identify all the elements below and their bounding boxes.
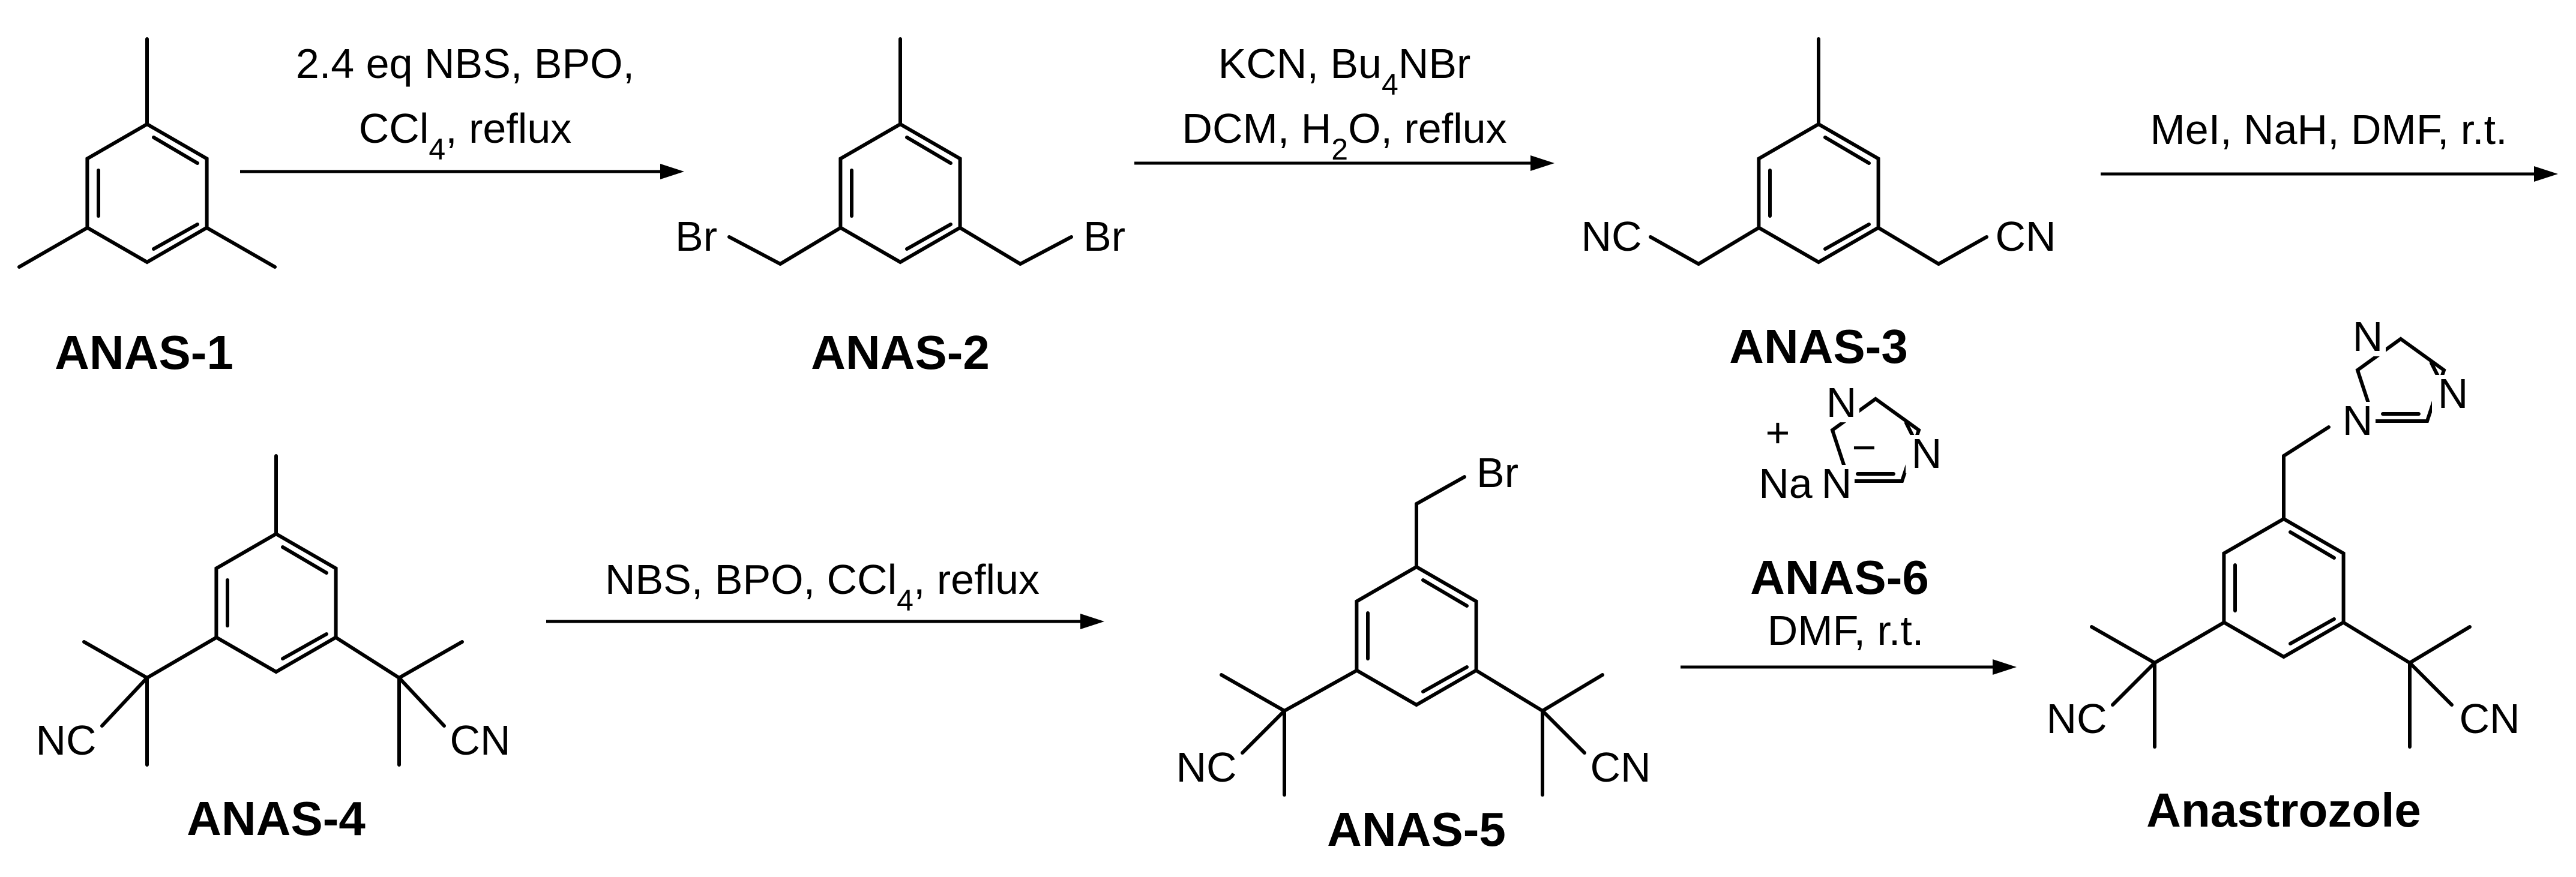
atom-nc: NC: [1581, 213, 1642, 260]
c-c-bond: [334, 636, 401, 680]
atom-n: N: [2343, 397, 2373, 444]
methyl-bond: [17, 226, 89, 269]
benzene-ring: [840, 124, 960, 262]
arrow-head: [660, 164, 684, 179]
c-cn-bond: [397, 676, 446, 728]
compound-label: ANAS-2: [811, 326, 990, 379]
c-br-bond: [1415, 475, 1466, 506]
condition-line-1: MeI, NaH, DMF, r.t.: [2150, 106, 2507, 153]
reagent-anas-6: N N N − + Na ANAS-6: [1750, 379, 1942, 604]
c-cn-bond: [1541, 709, 1586, 755]
atom-n-minus: N: [1822, 460, 1852, 507]
atom-n: N: [2353, 313, 2383, 360]
benzene-ring: [87, 124, 206, 262]
compound-anastrozole: N N N NC CN Anastrozole: [2046, 313, 2520, 837]
methyl-bond: [82, 640, 149, 680]
c-c-bond: [1475, 669, 1544, 713]
compound-label: ANAS-4: [187, 792, 366, 845]
compound-label: ANAS-1: [55, 326, 233, 379]
compound-label: ANAS-5: [1327, 803, 1506, 856]
compound-anas-3: NC CN ANAS-3: [1581, 37, 2056, 373]
compound-anas-5: Br NC CN ANAS-5: [1176, 449, 1651, 856]
compound-label: ANAS-6: [1750, 551, 1929, 604]
methyl-bond: [205, 226, 277, 269]
c-c-bond: [1283, 669, 1358, 713]
c-br-bond: [1019, 235, 1073, 266]
compound-anas-1: ANAS-1: [17, 37, 277, 379]
condition-line-2: DCM, H2O, reflux: [1182, 105, 1506, 166]
ch2-bond: [1877, 226, 1940, 266]
c-cn-bond: [2111, 661, 2156, 707]
c-c-bond: [2153, 621, 2225, 665]
atom-nc: NC: [1176, 744, 1236, 791]
c-cn-bond: [100, 676, 149, 728]
ch2-bond: [1697, 226, 1760, 266]
compound-anas-2: Br Br ANAS-2: [675, 37, 1125, 379]
benzene-ring: [216, 534, 336, 672]
reaction-step-5: DMF, r.t.: [1681, 607, 2017, 675]
atom-mask: [1819, 465, 1855, 503]
atom-n: N: [1826, 379, 1857, 426]
atom-cn: CN: [1590, 744, 1651, 791]
methyl-bond: [1541, 673, 1604, 713]
reaction-step-3: MeI, NaH, DMF, r.t.: [2101, 106, 2558, 182]
methyl-bond: [1220, 673, 1286, 713]
arrow-head: [1530, 155, 1554, 171]
atom-mask: [2350, 318, 2386, 356]
methyl-bond: [2090, 625, 2156, 665]
atom-n: N: [1912, 430, 1942, 477]
plus-charge: +: [1766, 409, 1790, 456]
atom-cn: CN: [2459, 695, 2520, 742]
atom-nc: NC: [2046, 695, 2107, 742]
condition-line-1: DMF, r.t.: [1768, 607, 1924, 654]
atom-br: Br: [1476, 449, 1518, 496]
reaction-step-2: KCN, Bu4NBr DCM, H2O, reflux: [1134, 40, 1554, 171]
compound-anas-4: NC CN ANAS-4: [35, 454, 511, 845]
arrow-head: [2534, 166, 2558, 182]
c-cn-bond: [2408, 661, 2454, 707]
c-c-bond: [2342, 621, 2412, 665]
condition-line-1: KCN, Bu4NBr: [1218, 40, 1471, 101]
reaction-step-1: 2.4 eq NBS, BPO, CCl4, reflux: [240, 40, 684, 179]
minus-charge: −: [1852, 424, 1877, 471]
benzene-ring: [1356, 567, 1476, 705]
c-c-bond: [145, 636, 218, 680]
atom-mask: [1823, 384, 1859, 422]
condition-line-1: NBS, BPO, CCl4, reflux: [605, 556, 1040, 617]
c-n-bond: [2282, 425, 2331, 458]
c-cn-bond: [1649, 235, 1700, 266]
arrow-head: [1080, 614, 1104, 629]
methyl-bond: [2408, 625, 2472, 665]
atom-mask: [2340, 402, 2376, 440]
ch2-bond: [778, 226, 842, 266]
methyl-bond: [397, 640, 464, 680]
benzene-ring: [2224, 519, 2343, 657]
c-cn-bond: [1241, 709, 1286, 755]
atom-cn: CN: [1995, 213, 2056, 260]
condition-line-2: CCl4, reflux: [359, 105, 572, 166]
compound-label: Anastrozole: [2146, 783, 2421, 837]
c-cn-bond: [1937, 235, 1988, 266]
ch2-bond: [958, 226, 1022, 266]
atom-br-right: Br: [1083, 213, 1125, 260]
atom-nc: NC: [35, 717, 96, 764]
atom-br-left: Br: [675, 213, 717, 260]
condition-line-1: 2.4 eq NBS, BPO,: [296, 40, 634, 87]
atom-mask: [2432, 375, 2468, 413]
atom-cn: CN: [450, 717, 510, 764]
benzene-ring: [1759, 124, 1878, 262]
c-br-bond: [727, 235, 782, 266]
reaction-step-4: NBS, BPO, CCl4, reflux: [546, 556, 1104, 629]
atom-mask: [1906, 435, 1942, 473]
atom-n: N: [2438, 370, 2469, 417]
compound-label: ANAS-3: [1729, 320, 1908, 373]
sodium-counterion: Na: [1759, 460, 1813, 507]
arrow-head: [1993, 659, 2017, 675]
